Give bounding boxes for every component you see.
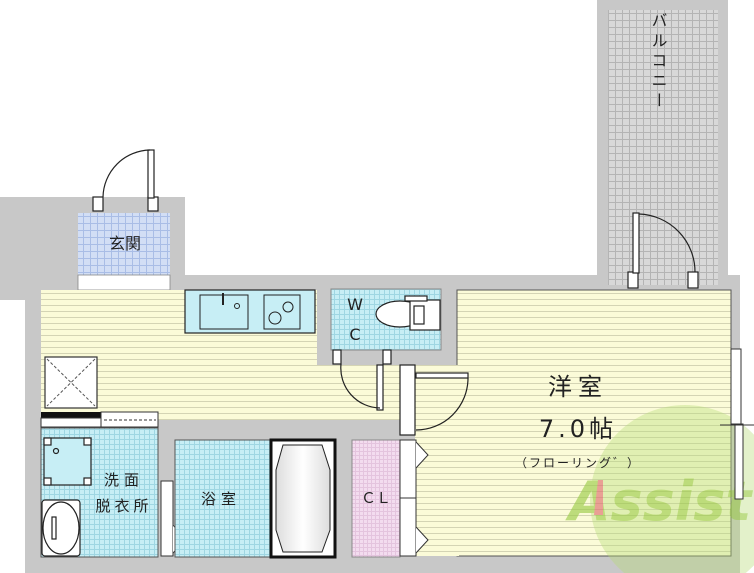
closet-label: ＣＬ xyxy=(361,489,391,507)
western-room xyxy=(456,289,732,557)
washbasin-icon xyxy=(41,499,81,557)
watermark-logo: Assist xyxy=(565,405,754,573)
burner-icon xyxy=(282,301,294,313)
svg-text:Assist: Assist xyxy=(565,470,754,533)
room-door[interactable] xyxy=(399,364,469,436)
toilet-door[interactable] xyxy=(332,349,392,411)
western-room-label: 洋室 xyxy=(548,373,608,401)
washroom-label: 脱衣所 xyxy=(95,497,152,515)
bathtub-icon xyxy=(269,438,337,559)
toilet-label-w: W xyxy=(347,295,363,314)
bath-door[interactable] xyxy=(160,480,174,557)
bathroom-label: 浴室 xyxy=(201,490,241,508)
closet xyxy=(351,439,401,558)
entrance-label: 玄関 xyxy=(109,234,141,253)
balcony xyxy=(608,10,718,285)
stove-icon xyxy=(263,294,301,330)
toilet-icon xyxy=(375,295,441,331)
entrance-door[interactable] xyxy=(92,149,159,212)
balcony-door[interactable] xyxy=(627,212,699,289)
window xyxy=(720,348,754,500)
burner-icon xyxy=(268,311,282,325)
entrance xyxy=(78,213,170,275)
washing-machine-icon xyxy=(43,437,92,486)
washroom-door[interactable] xyxy=(41,412,101,419)
western-room-floor: （フローリング゛） xyxy=(515,456,641,470)
washroom-door[interactable] xyxy=(40,417,102,428)
closet-door[interactable] xyxy=(399,439,429,557)
storage-box xyxy=(44,356,98,409)
bathroom xyxy=(174,439,271,558)
washroom-label: 洗面 xyxy=(104,471,144,489)
balcony-label: バルコニー xyxy=(649,12,668,112)
entrance-step xyxy=(77,274,171,291)
western-room-size: 7.0帖 xyxy=(539,415,617,443)
toilet-label-c: C xyxy=(349,325,360,344)
